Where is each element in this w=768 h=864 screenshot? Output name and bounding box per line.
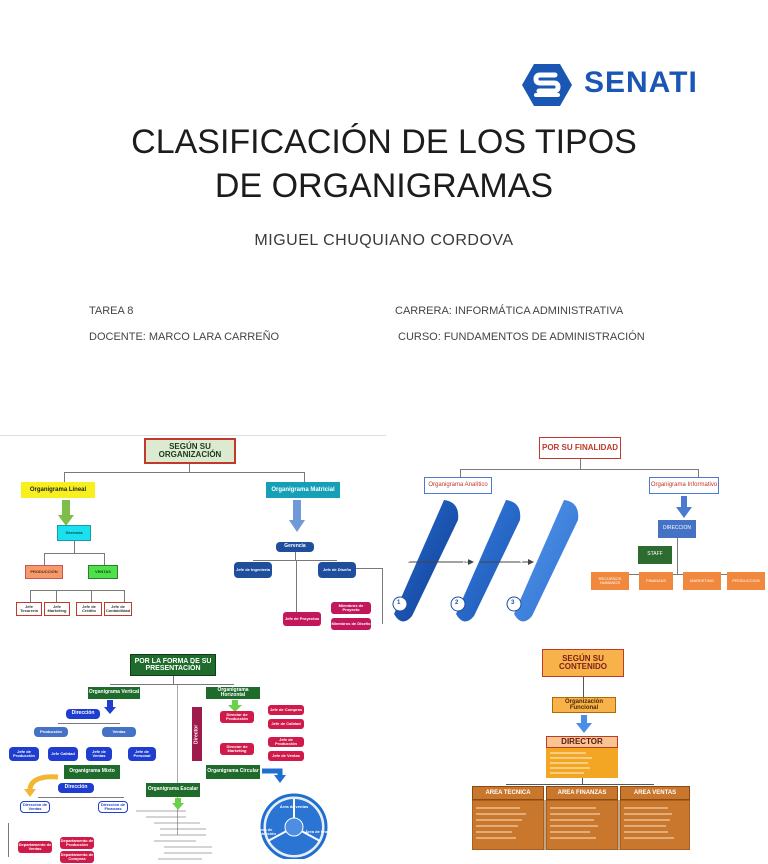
q1-lineal-box: Organigrama Lineal [21,482,95,498]
q3-circular-graphic [260,793,328,859]
q3-circular-box: Organigrama Circular [206,765,260,779]
q3-mixto-box: Organigrama Mixto [64,765,120,779]
author-name: MIGUEL CHUQUIANO CORDOVA [254,232,514,249]
q4-title-box: SEGÚN SU CONTENIDO [542,649,624,677]
q2-finanzas-box: FINANZAS [639,572,673,590]
q3-h-mid1: Director de Producción [220,711,254,723]
curso-label: CURSO: FUNDAMENTOS DE ADMINISTRACIÓN [398,331,645,343]
q3-v-leaf1: Jefe de Producción [9,747,39,761]
q3-vertical-box: Organigrama Vertical [88,687,140,699]
q3-circular-arrow-icon [262,768,286,783]
q4-area3-header: AREA VENTAS [620,786,690,800]
q1-down-arrow-green-icon [58,500,74,526]
q2-analitico-box: Organigrama Analítico [424,477,492,494]
q3-produccion-box: Producción [34,727,68,737]
q2-num2: 2 [455,600,459,606]
q3-c-left: Área de producción [254,826,276,836]
q1-ventas-box: VENTAS [88,565,118,579]
q3-m-sub2: Departamento de Compras [60,851,94,863]
q1-down-arrow-blue-icon [289,500,305,532]
q3-c-right: Área de finanzas [305,828,337,834]
q2-num3: 3 [511,600,515,606]
title-line-2: DE ORGANIGRAMAS [214,167,554,205]
q2-marketing-box: MARKETING [683,572,721,590]
q4-director-box: DIRECTOR [546,736,618,748]
q3-h-leaf3: Jefe de Producción [268,737,304,747]
page-title: CLASIFICACIÓN DE LOS TIPOS DE ORGANIGRAM… [60,120,708,208]
q1-m-proyectos: Jefe de Proyectos [283,612,321,626]
q2-num1: 1 [397,600,401,606]
q1-m-gerencia: Gerencia [276,542,314,552]
organigram-segun-contenido: SEGÚN SU CONTENIDO Organización Funciona… [388,645,768,864]
q3-escalar-arrow-icon [172,798,184,810]
q2-staff-box: STAFF [638,546,672,564]
organigram-por-forma: POR LA FORMA DE SU PRESENTACIÓN Organigr… [0,645,386,864]
q3-h-leaf4: Jefe de Ventas [268,751,304,761]
q1-leaf-contabilidad: Jefe de Contabilidad [104,602,132,616]
q3-curved-arrow-icon [24,774,59,797]
q3-c-center: Área de ventas [279,803,309,809]
title-line-1: CLASIFICACIÓN DE LOS TIPOS [131,123,637,161]
q4-area1-header: AREA TECNICA [472,786,544,800]
q4-funcional-box: Organización Funcional [552,697,616,713]
q2-title-box: POR SU FINALIDAD [539,437,621,459]
q3-v-leaf4: Jefe de Personal [128,747,156,761]
q4-director-detail [546,748,618,778]
q3-v-leaf2: Jefe Calidad [48,747,78,761]
q3-title-box: POR LA FORMA DE SU PRESENTACIÓN [130,654,216,676]
carrera-label: CARRERA: INFORMÁTICA ADMINISTRATIVA [395,305,624,317]
logo-text: SENATI [584,66,698,99]
organigram-por-finalidad: POR SU FINALIDAD Organigrama Analítico O… [388,430,768,630]
organigram-segun-organizacion: SEGÚN SU ORGANIZACIÓN Organigrama Lineal… [0,430,386,630]
q2-recursos-box: RECURSOS HUMANOS [591,572,629,590]
senati-logo-icon [522,64,572,106]
q1-leaf-tesoreria: Jefe Tesorería [16,602,42,616]
q2-down-arrow-icon [676,496,692,518]
q1-title-box: SEGÚN SU ORGANIZACIÓN [144,438,236,464]
q2-direccion-box: DIRECCION [658,520,696,538]
q2-blades-graphic [392,500,579,622]
docente-label: DOCENTE: MARCO LARA CARREÑO [89,331,280,343]
q3-down-arrow-icon [104,700,116,714]
q2-produccion-box: PRODUCCION [727,572,765,590]
q3-escalar-box: Organigrama Escalar [146,783,200,797]
q3-v-leaf3: Jefe de Ventas [86,747,112,761]
q3-director-box: Director [192,707,202,761]
q3-horizontal-box: Organigrama Horizontal [206,687,260,699]
tarea-label: TAREA 8 [89,305,134,317]
q4-down-arrow-icon [576,715,592,733]
q1-gerencia-box: Gerencia [57,525,91,541]
q3-m-direccion: Dirección [58,783,94,793]
q3-m-sub1: Departamento de Producción [60,837,94,849]
q3-escalar-lines-graphic [136,810,212,860]
q3-h-mid2: Director de Marketing [220,743,254,755]
q4-area2-header: AREA FINANZAS [546,786,618,800]
q2-informativo-box: Organigrama Informativo [649,477,719,494]
q3-direccion-box: Dirección [66,709,100,719]
q3-m-left: Dirección de Ventas [20,801,50,813]
q3-h-arrow-icon [228,700,242,712]
q4-areas-detail [472,800,690,850]
q3-h-leaf1: Jefe de Compras [268,705,304,715]
q3-h-leaf2: Jefe de Calidad [268,719,304,729]
q3-m-sub3: Departamento de Ventas [18,841,52,853]
q1-matricial-box: Organigrama Matricial [266,482,340,498]
q3-m-right: Dirección de Finanzas [98,801,128,813]
q1-leaf-credito: Jefe de Crédito [76,602,102,616]
q1-m-diseno: Jefe de Diseño [318,562,356,578]
q1-m-miembros-proyecto: Miembros de Proyecto [331,602,371,614]
q1-m-miembros-diseno: Miembros de Diseño [331,618,371,630]
q3-ventas-box: Ventas [102,727,136,737]
q1-m-ingenieria: Jefe de Ingeniería [234,562,272,578]
q1-leaf-marketing: Jefe Marketing [44,602,70,616]
q1-produccion-box: PRODUCCIÓN [25,565,63,579]
